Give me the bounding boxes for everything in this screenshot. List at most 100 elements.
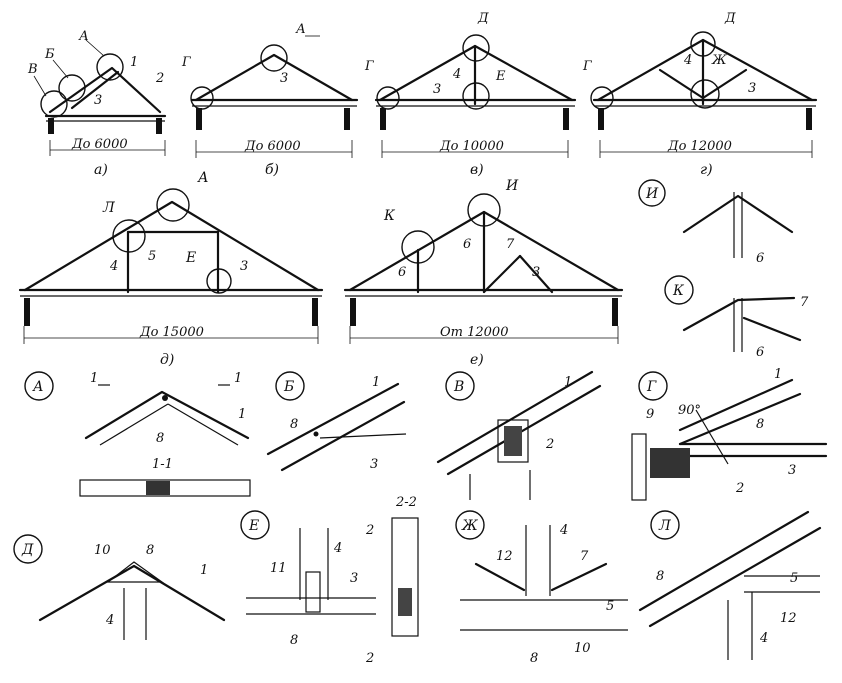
section-cut-2-bot: 2 — [365, 651, 374, 666]
callout-A-b: А — [295, 22, 306, 37]
detail-Zh-part10: 10 — [574, 641, 591, 656]
detail-D-part1: 1 — [200, 563, 208, 578]
truss-v: До 10000 в) Д Е Г 4 3 — [364, 11, 577, 178]
section-cut-1-left: 1 — [90, 371, 98, 386]
span-label-a: До 6000 — [71, 137, 128, 152]
part-1-a: 1 — [130, 55, 138, 70]
detail-B-part1: 1 — [372, 375, 380, 390]
part-4-v: 4 — [452, 67, 461, 82]
detail-V-part2: 2 — [545, 437, 554, 452]
detail-L-part5: 5 — [790, 571, 798, 586]
detail-G-part8: 8 — [756, 417, 764, 432]
detail-D: Д 10 8 1 4 — [13, 534, 226, 640]
part-3-v: 3 — [433, 82, 441, 97]
part-3-d: 3 — [240, 259, 248, 274]
detail-I-letter: И — [645, 186, 659, 202]
span-label-b: До 6000 — [244, 139, 301, 154]
detail-E: Е 11 4 3 8 2 2 2-2 — [240, 495, 419, 666]
detail-Zh-part8: 8 — [530, 651, 538, 666]
caption-g: г) — [700, 162, 713, 178]
detail-E-part8: 8 — [290, 633, 298, 648]
detail-L-part8: 8 — [656, 569, 664, 584]
callout-E-d: Е — [185, 250, 196, 266]
detail-K-letter: К — [672, 283, 685, 299]
caption-a: а) — [94, 162, 108, 178]
part-6-e2: 6 — [463, 237, 471, 252]
detail-E-part4: 4 — [333, 541, 342, 556]
detail-A-part8: 8 — [156, 431, 164, 446]
detail-B-part3: 3 — [370, 457, 378, 472]
callout-G-b: Г — [181, 55, 191, 70]
part-4-g: 4 — [683, 53, 692, 68]
caption-e: е) — [470, 352, 484, 368]
callout-L-d: Л — [102, 200, 115, 216]
detail-G-part1: 1 — [774, 367, 782, 382]
detail-G-part3: 3 — [788, 463, 796, 478]
truss-g: До 12000 г) Д Ж Г 4 3 — [582, 11, 818, 178]
caption-b: б) — [265, 162, 279, 178]
detail-D-letter: Д — [21, 542, 34, 558]
detail-Zh-part12: 12 — [496, 549, 513, 564]
detail-E-part3: 3 — [350, 571, 358, 586]
part-3-b: 3 — [280, 71, 288, 86]
part-6-e1: 6 — [398, 265, 406, 280]
detail-A: А 8 1 1 1 1-1 — [24, 371, 251, 497]
caption-d: д) — [160, 352, 174, 368]
truss-d: До 15000 д) А Л Е 4 5 3 — [18, 170, 324, 368]
detail-L-part4: 4 — [759, 631, 768, 646]
detail-V: В 2 1 — [436, 370, 602, 500]
detail-B: Б 8 1 3 — [266, 371, 407, 472]
caption-v: в) — [470, 162, 484, 178]
detail-K: К 7 6 — [664, 275, 809, 360]
detail-Zh-letter: Ж — [461, 518, 479, 534]
detail-V-part1: 1 — [564, 375, 572, 390]
detail-G: Г 9 90° 8 3 2 1 — [631, 367, 828, 501]
part-3-g: 3 — [748, 81, 756, 96]
detail-Zh: Ж 12 4 7 5 8 10 — [455, 510, 628, 666]
callout-D-g: Д — [724, 11, 736, 26]
detail-A-letter: А — [32, 379, 44, 395]
callout-G-v: Г — [364, 59, 374, 74]
section-cut-2-top: 2 — [365, 523, 374, 538]
span-label-e: От 12000 — [440, 325, 508, 340]
detail-G-part2: 2 — [735, 481, 744, 496]
detail-G-angle: 90° — [678, 403, 701, 418]
detail-I-part6: 6 — [756, 251, 764, 266]
detail-L-letter: Л — [658, 518, 671, 534]
callout-A: А — [78, 29, 89, 44]
detail-D-part10: 10 — [94, 543, 111, 558]
part-3-a: 3 — [94, 93, 102, 108]
truss-e: От 12000 е) И К 6 6 7 3 — [343, 178, 624, 368]
detail-D-part4: 4 — [105, 613, 114, 628]
detail-K-part6: 6 — [756, 345, 764, 360]
part-5-d: 5 — [148, 249, 156, 264]
detail-G-part9: 9 — [646, 407, 654, 422]
truss-b: До 6000 б) А Г 3 — [181, 22, 359, 178]
truss-a: До 6000 а) А Б В 1 2 3 — [27, 29, 167, 178]
part-7-e: 7 — [506, 237, 515, 252]
callout-E-v: Е — [495, 69, 506, 84]
callout-I-e: И — [505, 178, 519, 194]
detail-Zh-part5: 5 — [606, 599, 614, 614]
detail-I: И 6 — [638, 179, 794, 266]
section-1-1-label: 1-1 — [152, 457, 173, 472]
span-label-d: До 15000 — [139, 325, 204, 340]
detail-Zh-part7: 7 — [580, 549, 589, 564]
part-3-e: 3 — [532, 265, 540, 280]
detail-E-letter: Е — [248, 518, 259, 534]
part-2-a: 2 — [155, 71, 164, 86]
callout-Zh-g: Ж — [711, 53, 727, 68]
callout-A-d: А — [197, 170, 209, 186]
part-4-d: 4 — [109, 259, 118, 274]
detail-L-part12: 12 — [780, 611, 797, 626]
section-cut-1-right: 1 — [234, 371, 242, 386]
detail-L: Л 8 5 12 4 — [638, 510, 822, 660]
detail-B-part8: 8 — [290, 417, 298, 432]
detail-V-letter: В — [453, 379, 464, 395]
detail-G-letter: Г — [646, 379, 657, 395]
detail-A-part1: 1 — [238, 407, 246, 422]
detail-B-letter: Б — [283, 379, 294, 395]
callout-B: Б — [44, 47, 55, 62]
detail-Zh-part4: 4 — [559, 523, 568, 538]
